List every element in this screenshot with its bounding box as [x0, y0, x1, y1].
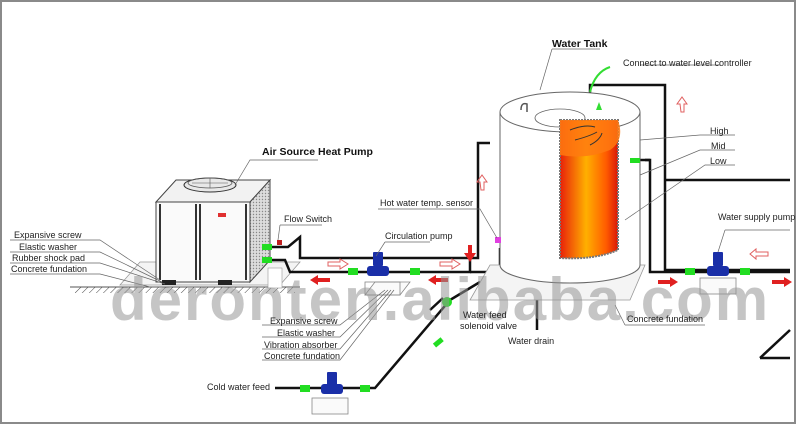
flow-switch: [277, 240, 282, 245]
flow-arrows: [310, 96, 792, 287]
valve: [300, 385, 310, 392]
valve: [442, 297, 452, 307]
label-vibration-absorber: Vibration absorber: [264, 340, 338, 350]
valve: [630, 158, 640, 163]
ground: [70, 286, 300, 293]
valve: [348, 268, 358, 275]
label-hot-water-sensor: Hot water temp. sensor: [380, 198, 474, 208]
valve: [262, 244, 272, 250]
label-low: Low: [710, 156, 727, 166]
valve: [262, 257, 272, 263]
label-concrete-fundation-2: Concrete fundation: [264, 351, 341, 361]
label-water-drain: Water drain: [508, 336, 555, 346]
watermark: deronten.alibaba.com: [110, 266, 771, 333]
label-concrete-fundation: Concrete fundation: [11, 264, 88, 274]
label-solenoid-valve: solenoid valve: [460, 321, 518, 331]
valve: [685, 268, 695, 275]
label-flow-switch: Flow Switch: [284, 214, 333, 224]
heat-pump-unit: [154, 177, 272, 285]
label-high: High: [710, 126, 729, 136]
valve: [360, 385, 370, 392]
label-water-supply-pump: Water supply pump: [718, 212, 796, 222]
label-expansive-screw-2: Expansive screw: [270, 316, 338, 326]
circulation-pump: [367, 252, 389, 276]
label-water-feed: Water feed: [463, 310, 507, 320]
leader-lines: [10, 48, 790, 361]
label-connect-controller: Connect to water level controller: [623, 58, 752, 68]
heat-pump-title: Air Source Heat Pump: [262, 146, 373, 158]
label-expansive-screw: Expansive screw: [14, 230, 82, 240]
label-mid: Mid: [711, 141, 726, 151]
label-circulation-pump: Circulation pump: [385, 231, 453, 241]
cold-feed-pump: [321, 372, 343, 394]
pumps: [321, 252, 729, 394]
water-tank-title: Water Tank: [552, 38, 608, 50]
water-tank: [499, 66, 641, 284]
label-elastic-washer-2: Elastic washer: [277, 328, 336, 338]
pump-blocks: [311, 277, 737, 415]
temp-sensor: [495, 237, 501, 243]
valve: [740, 268, 750, 275]
label-rubber-shock-pad: Rubber shock pad: [12, 253, 86, 263]
valves: [262, 158, 750, 392]
label-elastic-washer: Elastic washer: [19, 242, 78, 252]
label-cold-water-feed: Cold water feed: [207, 382, 271, 392]
valve: [410, 268, 420, 275]
label-concrete-fundation-3: Concrete fundation: [627, 314, 704, 324]
water-supply-pump: [707, 252, 729, 276]
flow-arrow-green: [432, 337, 444, 348]
